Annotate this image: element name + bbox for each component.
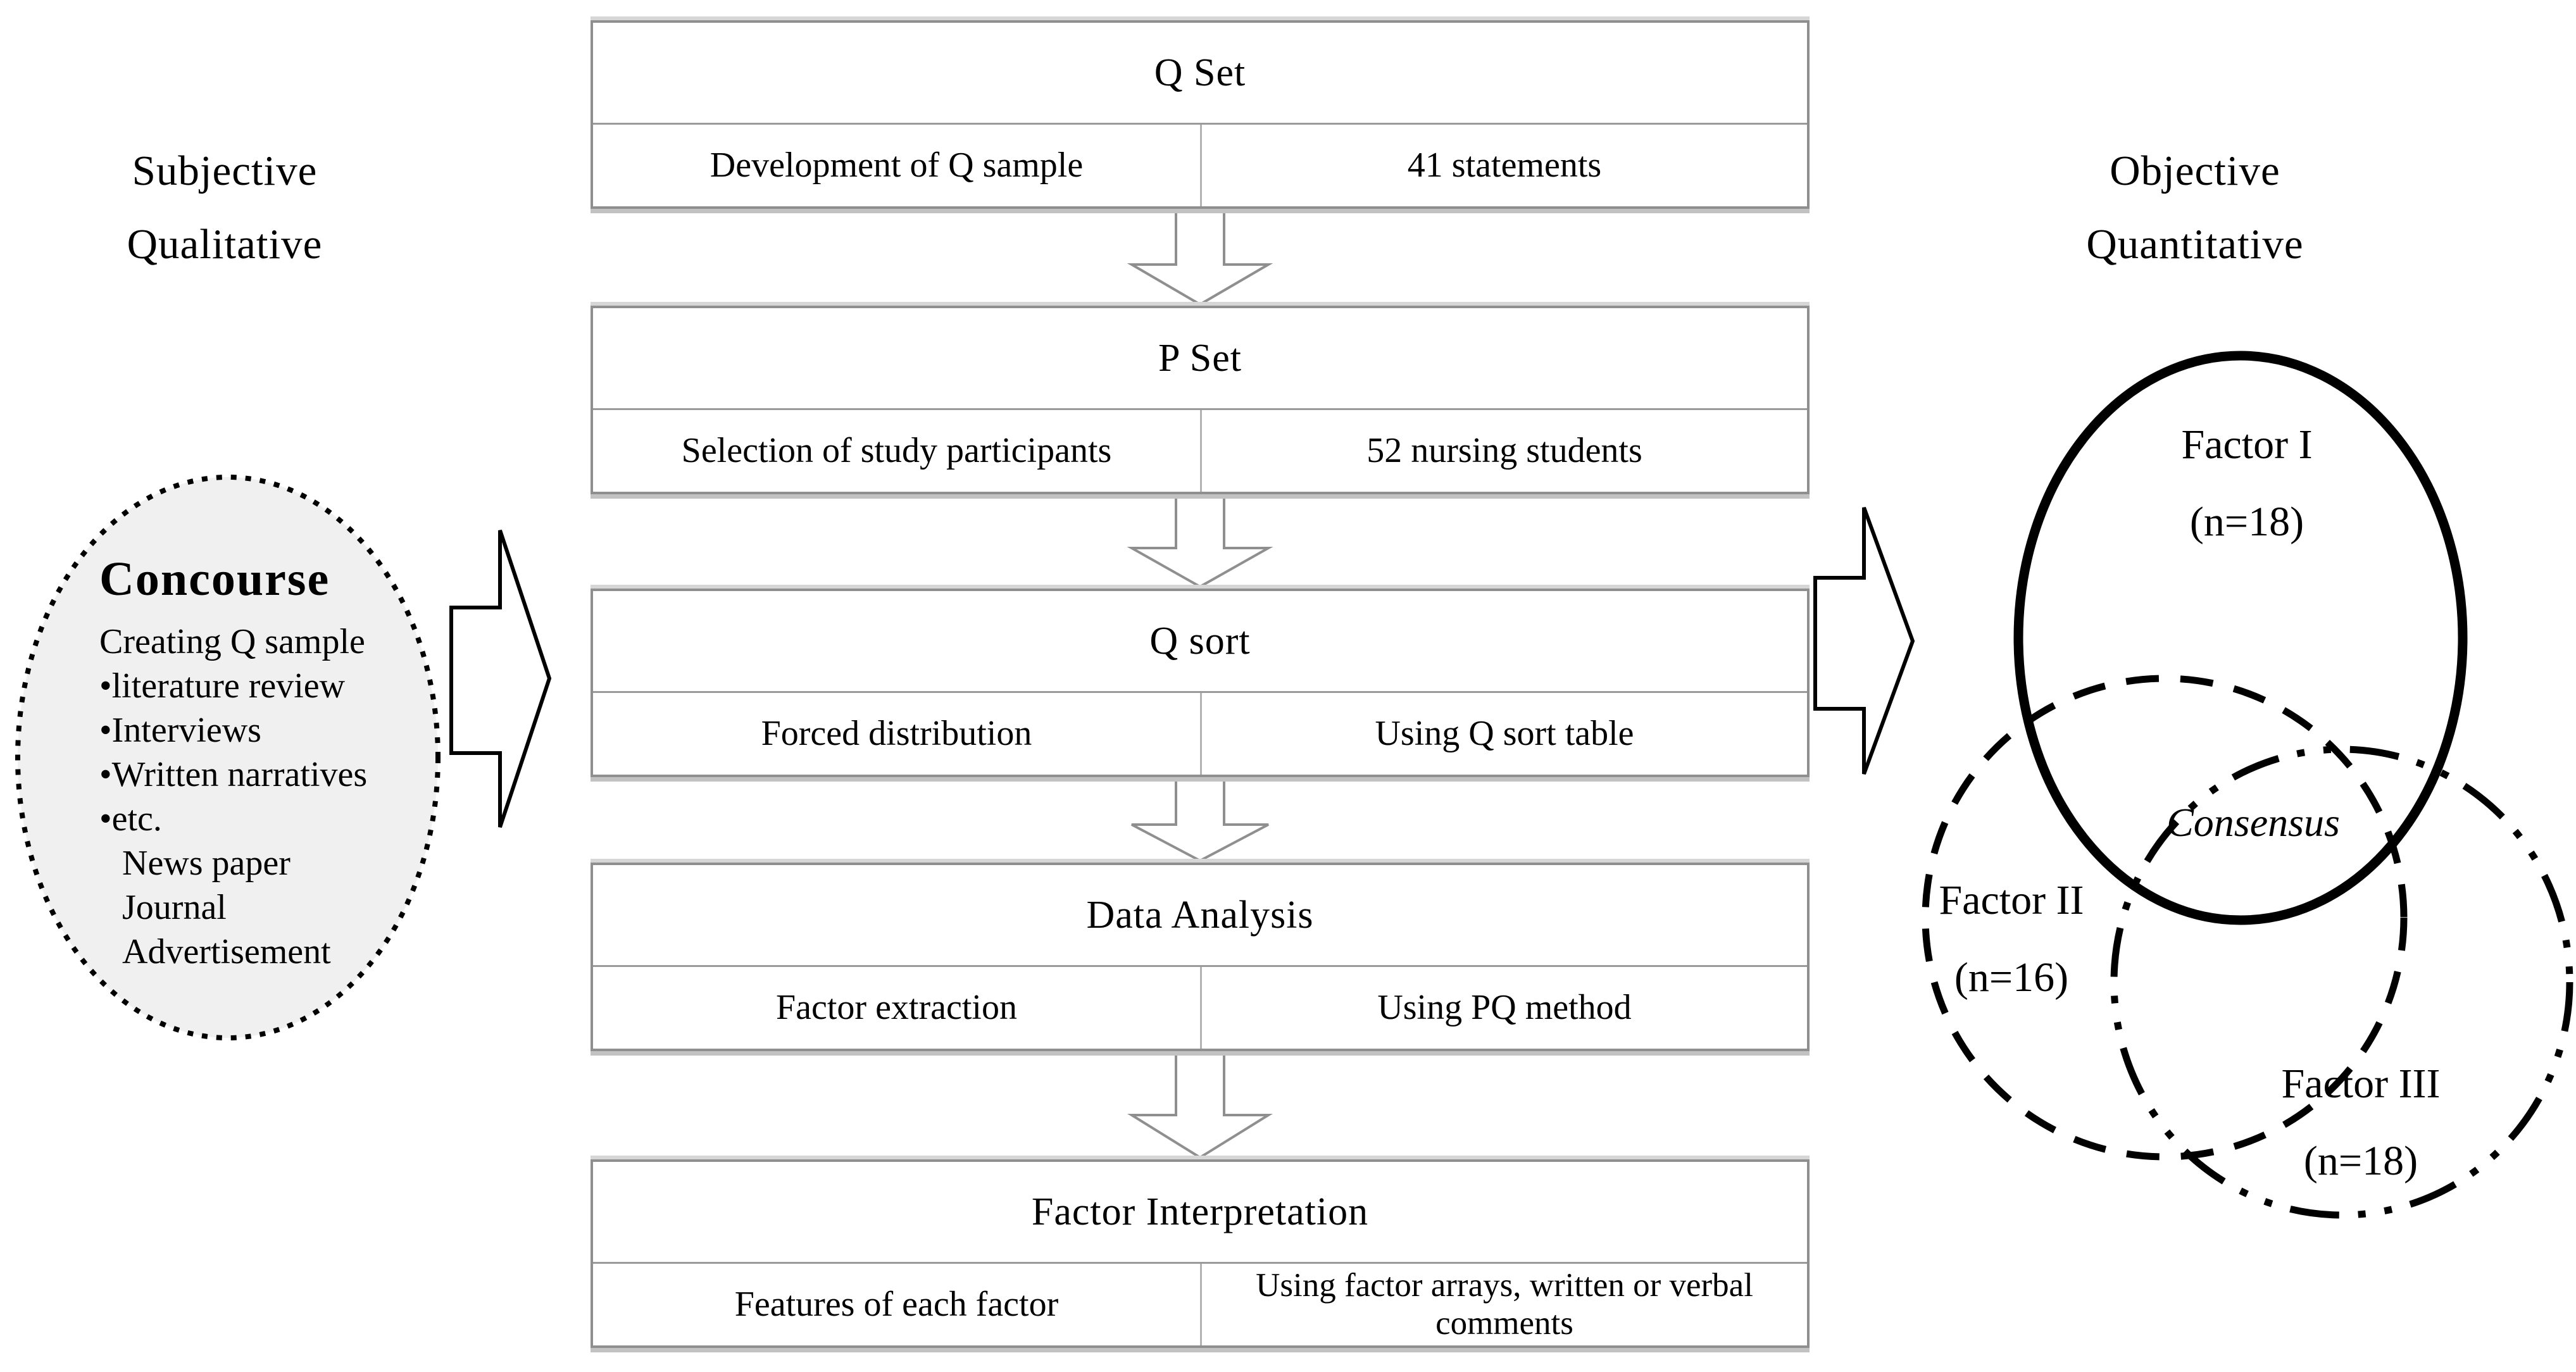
factor2-label: Factor II (n=16) [1847,862,2176,1016]
down-arrow-4 [1127,1050,1273,1159]
box-sub-row: Features of each factor Using factor arr… [593,1262,1807,1345]
concourse-line: •literature review [99,666,346,706]
right-arrow-left [449,530,552,828]
concourse-line: •Written narratives [99,755,368,794]
concourse-content: Concourse Creating Q sample •literature … [99,552,403,974]
concourse-ellipse [15,475,441,1040]
box-cell-left: Development of Q sample [710,146,1084,185]
concourse-line: Creating Q sample [99,622,365,661]
factor2-name: Factor II [1939,877,2084,923]
factor3-label: Factor III (n=18) [2196,1045,2525,1200]
box-cell-left: Selection of study participants [681,431,1112,471]
box-cell-left: Factor extraction [776,988,1017,1028]
concourse-line: •etc. [99,799,162,839]
box-title: Data Analysis [1086,893,1314,937]
factor2-circle [1922,675,2408,1161]
factor1-circle [2013,351,2468,925]
down-arrow-1 [1127,208,1273,306]
concourse-title: Concourse [99,552,330,606]
right-arrow-right [1813,506,1915,775]
factor1-name: Factor I [2181,421,2313,468]
factor3-name: Factor III [2281,1061,2441,1107]
box-title: P Set [1158,336,1242,380]
flow-box-factor-interpretation: Factor Interpretation Features of each f… [591,1159,1810,1348]
concourse-line: Advertisement [122,932,331,971]
left-axis-line2: Qualitative [127,221,323,268]
right-axis-line1: Objective [2110,147,2280,194]
concourse-line: •Interviews [99,711,261,750]
box-cell-right: 52 nursing students [1200,410,1807,492]
flow-box-p-set: P Set Selection of study participants 52… [591,306,1810,494]
concourse-line: Journal [122,888,227,927]
flow-box-q-set: Q Set Development of Q sample 41 stateme… [591,20,1810,209]
left-axis-header: Subjective Qualitative [60,134,389,281]
factor1-label: Factor I (n=18) [2082,406,2411,561]
flow-box-data-analysis: Data Analysis Factor extraction Using PQ… [591,863,1810,1051]
box-sub-row: Selection of study participants 52 nursi… [593,408,1807,492]
box-cell-left: Features of each factor [734,1285,1059,1325]
box-title: Factor Interpretation [1031,1190,1369,1233]
box-sub-row: Forced distribution Using Q sort table [593,691,1807,775]
box-sub-row: Development of Q sample 41 statements [593,123,1807,206]
box-cell-left: Forced distribution [761,714,1032,754]
box-cell-right: 41 statements [1200,125,1807,206]
box-title: Q Set [1154,51,1246,94]
down-arrow-3 [1131,776,1269,863]
flow-box-q-sort: Q sort Forced distribution Using Q sort … [591,589,1810,777]
factor2-n: (n=16) [1954,954,2069,1001]
right-axis-header: Objective Quantitative [2030,134,2360,281]
box-title: Q sort [1149,619,1251,663]
box-cell-right: Using factor arrays, written or verbal c… [1200,1264,1807,1345]
box-sub-row: Factor extraction Using PQ method [593,965,1807,1049]
consensus-label: Consensus [2166,800,2340,845]
concourse-line: News paper [122,844,291,883]
right-axis-line2: Quantitative [2086,221,2304,268]
left-axis-line1: Subjective [132,147,318,194]
factor3-circle [2110,745,2573,1219]
box-cell-right: Using PQ method [1200,967,1807,1049]
factor3-n: (n=18) [2303,1138,2418,1184]
down-arrow-2 [1127,493,1273,589]
box-cell-right: Using Q sort table [1200,693,1807,775]
factor1-n: (n=18) [2189,499,2304,545]
